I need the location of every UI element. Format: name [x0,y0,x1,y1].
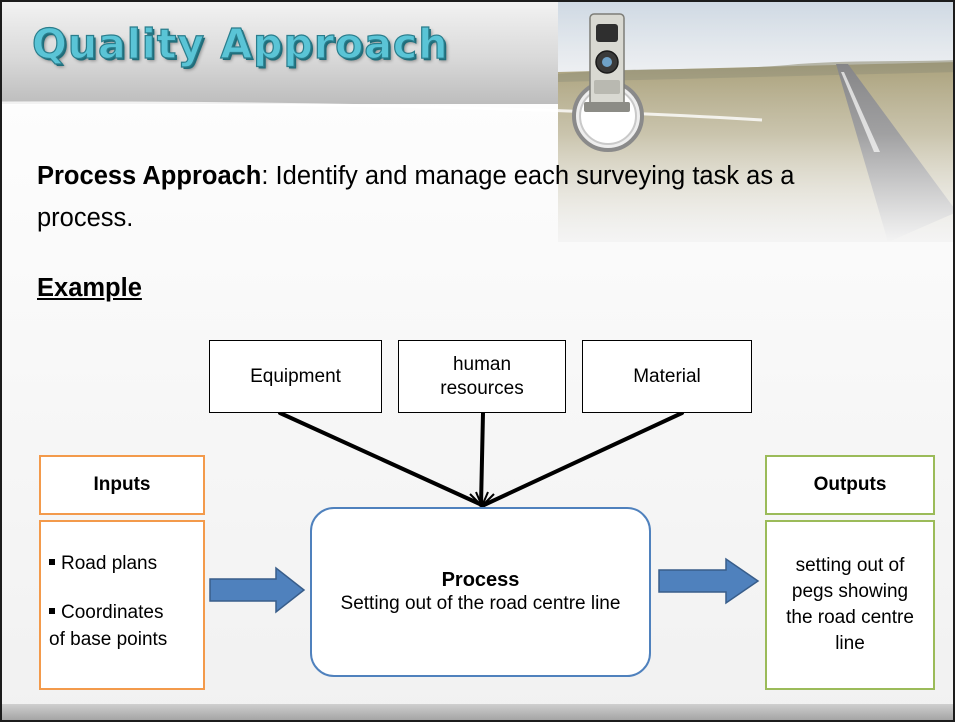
human-resources-connector [479,411,485,507]
statement-bold-term: Process Approach [37,162,262,190]
header-wave [2,101,763,122]
equipment-box: Equipment [209,340,382,413]
bullet-icon [49,558,55,565]
surveying-instrument-icon [572,13,644,152]
outputs-header: Outputs [765,455,935,515]
input-item-label: Coordinates [61,602,164,623]
material-box: Material [582,340,752,413]
slide-title: Quality Approach [31,19,449,68]
human-resources-box: human resources [398,340,566,413]
input-item-road-plans: Road plans [49,552,197,576]
equipment-label: Equipment [250,365,341,387]
footer-bar [2,704,953,720]
human-resources-label: human resources [440,353,524,399]
inputs-header: Inputs [39,455,205,515]
process-box: Process Setting out of the road centre l… [310,507,651,677]
material-label: Material [633,365,701,387]
output-arrow [658,557,760,605]
process-approach-statement: Process Approach: Identify and manage ea… [37,155,877,239]
process-description: Setting out of the road centre line [340,593,621,614]
material-connector [482,411,684,507]
outputs-text: setting out of pegs showing the road cen… [765,520,935,690]
input-item-label: Road plans [61,553,158,574]
input-arrow [209,566,306,614]
bullet-icon [49,607,55,614]
input-item-base-points: of base points [49,629,168,650]
equipment-connector [278,411,484,507]
inputs-list: Road plans Coordinates of base points [39,520,205,690]
example-heading: Example [37,274,142,302]
input-item-coordinates: Coordinates [49,599,197,626]
statement-text: : Identify and manage each surveying tas… [37,162,795,232]
process-title: Process [441,569,520,591]
